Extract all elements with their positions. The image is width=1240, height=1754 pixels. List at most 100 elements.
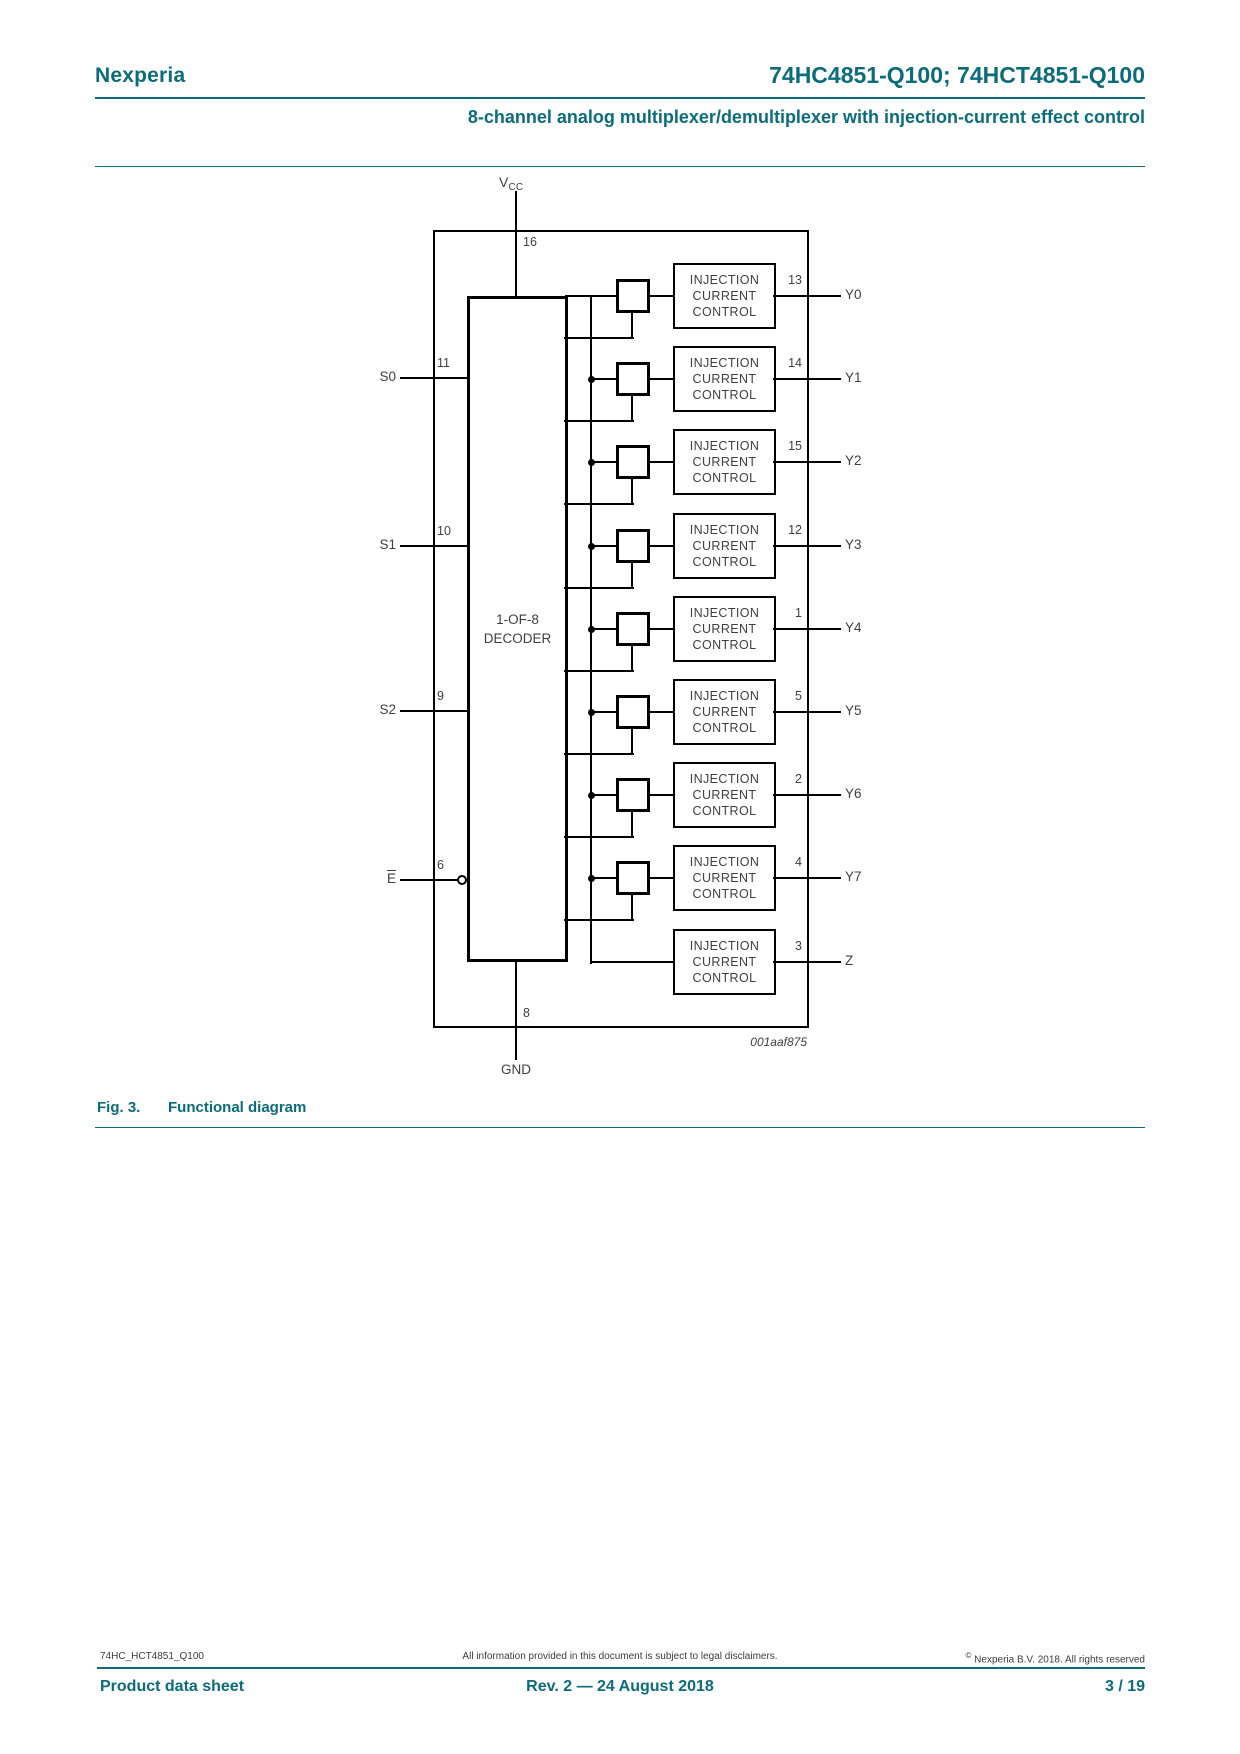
input-wire bbox=[400, 377, 467, 379]
header-rule bbox=[95, 97, 1145, 99]
switch-out-wire bbox=[648, 794, 674, 796]
analog-switch-box bbox=[616, 695, 650, 729]
input-label: S1 bbox=[379, 537, 396, 552]
icc-line3: CONTROL bbox=[692, 555, 757, 569]
input-wire bbox=[400, 710, 467, 712]
switch-out-wire bbox=[648, 628, 674, 630]
control-wire-v bbox=[631, 395, 633, 422]
vcc-label-main: V bbox=[499, 174, 509, 190]
input-pin-number: 10 bbox=[437, 524, 451, 538]
analog-wire bbox=[591, 794, 617, 796]
control-wire-h bbox=[564, 420, 634, 422]
figure-reference-id: 001aaf875 bbox=[750, 1035, 807, 1049]
icc-line1: INJECTION bbox=[689, 855, 760, 869]
output-label: Y5 bbox=[845, 703, 862, 718]
output-pin-number: 14 bbox=[788, 356, 802, 370]
switch-out-wire bbox=[648, 711, 674, 713]
decoder-label-line1: 1-OF-8 bbox=[496, 612, 539, 627]
control-wire-h bbox=[564, 919, 634, 921]
control-wire-v bbox=[631, 645, 633, 672]
control-wire-v bbox=[631, 478, 633, 505]
analog-switch-box bbox=[616, 612, 650, 646]
input-label: S2 bbox=[379, 702, 396, 717]
page-subtitle: 8-channel analog multiplexer/demultiplex… bbox=[467, 107, 1145, 127]
control-wire-v bbox=[631, 312, 633, 339]
analog-switch-box bbox=[616, 778, 650, 812]
analog-switch-box bbox=[616, 362, 650, 396]
vcc-wire bbox=[515, 191, 517, 297]
figure-caption-text: Functional diagram bbox=[168, 1099, 307, 1116]
output-label: Y1 bbox=[845, 370, 862, 385]
injection-current-control-box: INJECTION CURRENT CONTROL bbox=[673, 429, 776, 495]
icc-line2: CURRENT bbox=[692, 705, 757, 719]
control-wire-h bbox=[564, 503, 634, 505]
inverter-bubble-icon bbox=[457, 875, 467, 885]
output-pin-number: 2 bbox=[795, 772, 802, 786]
figure-caption-number: Fig. 3. bbox=[97, 1099, 141, 1116]
output-label: Z bbox=[845, 953, 854, 968]
icc-line1: INJECTION bbox=[689, 356, 760, 370]
icc-line2: CURRENT bbox=[692, 539, 757, 553]
icc-line1: INJECTION bbox=[689, 273, 760, 287]
icc-line2: CURRENT bbox=[692, 372, 757, 386]
output-wire bbox=[773, 711, 841, 713]
vcc-label: VCC bbox=[499, 174, 523, 193]
analog-switch-box bbox=[616, 445, 650, 479]
control-wire-h bbox=[564, 753, 634, 755]
icc-line2: CURRENT bbox=[692, 289, 757, 303]
control-wire-v bbox=[631, 811, 633, 838]
vcc-pin-number: 16 bbox=[523, 235, 537, 249]
injection-current-control-box: INJECTION CURRENT CONTROL bbox=[673, 845, 776, 911]
injection-current-control-box: INJECTION CURRENT CONTROL bbox=[673, 346, 776, 412]
decoder-box: 1-OF-8 DECODER bbox=[467, 296, 568, 962]
copyright-text: Nexperia B.V. 2018. All rights reserved bbox=[974, 1654, 1145, 1666]
output-pin-number: 12 bbox=[788, 523, 802, 537]
footer-disclaimer: All information provided in this documen… bbox=[462, 1651, 778, 1662]
icc-line2: CURRENT bbox=[692, 455, 757, 469]
control-wire-h bbox=[564, 670, 634, 672]
output-wire bbox=[773, 545, 841, 547]
control-wire-v bbox=[631, 562, 633, 589]
analog-wire bbox=[565, 295, 617, 297]
icc-line2: CURRENT bbox=[692, 622, 757, 636]
icc-line3: CONTROL bbox=[692, 721, 757, 735]
input-pin-number: 9 bbox=[437, 689, 444, 703]
icc-line1: INJECTION bbox=[689, 606, 760, 620]
control-wire-h bbox=[564, 836, 634, 838]
injection-current-control-box: INJECTION CURRENT CONTROL bbox=[673, 929, 776, 995]
output-wire bbox=[773, 794, 841, 796]
output-label: Y0 bbox=[845, 287, 862, 302]
output-label: Y2 bbox=[845, 453, 862, 468]
icc-line1: INJECTION bbox=[689, 772, 760, 786]
decoder-label-line2: DECODER bbox=[483, 631, 552, 646]
gnd-pin-number: 8 bbox=[523, 1006, 530, 1020]
switch-out-wire bbox=[648, 295, 674, 297]
input-wire bbox=[400, 545, 467, 547]
injection-current-control-box: INJECTION CURRENT CONTROL bbox=[673, 513, 776, 579]
analog-wire bbox=[591, 711, 617, 713]
output-label: Y3 bbox=[845, 537, 862, 552]
output-label: Y4 bbox=[845, 620, 862, 635]
output-label: Y7 bbox=[845, 869, 862, 884]
icc-line2: CURRENT bbox=[692, 871, 757, 885]
footer-rule bbox=[97, 1667, 1145, 1669]
footer-doc-type: Product data sheet bbox=[100, 1678, 245, 1695]
gnd-wire bbox=[515, 960, 517, 1060]
icc-line3: CONTROL bbox=[692, 971, 757, 985]
output-pin-number: 5 bbox=[795, 689, 802, 703]
switch-out-wire bbox=[648, 877, 674, 879]
output-pin-number: 15 bbox=[788, 439, 802, 453]
output-wire bbox=[773, 877, 841, 879]
figure-top-rule bbox=[95, 166, 1145, 167]
icc-line2: CURRENT bbox=[692, 788, 757, 802]
icc-line1: INJECTION bbox=[689, 439, 760, 453]
analog-switch-box bbox=[616, 279, 650, 313]
control-wire-h bbox=[564, 587, 634, 589]
output-label: Y6 bbox=[845, 786, 862, 801]
switch-out-wire bbox=[648, 461, 674, 463]
icc-line1: INJECTION bbox=[689, 523, 760, 537]
analog-switch-box bbox=[616, 861, 650, 895]
output-wire bbox=[773, 961, 841, 963]
output-pin-number: 4 bbox=[795, 855, 802, 869]
analog-wire bbox=[591, 545, 617, 547]
